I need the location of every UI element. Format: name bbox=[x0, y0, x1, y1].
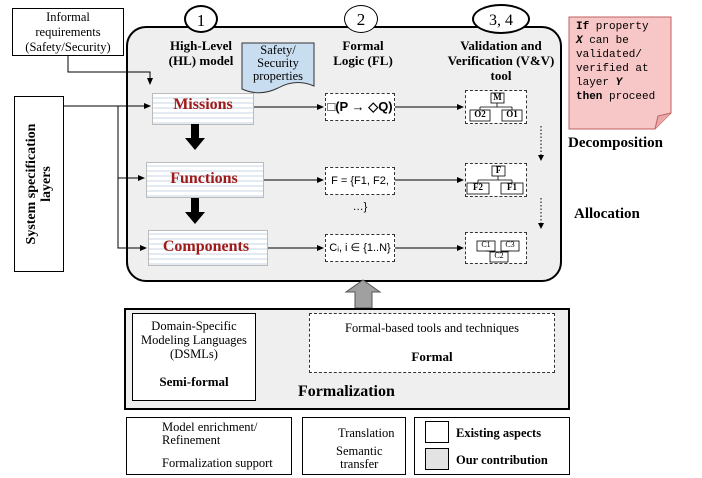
missions-tree-right: O1 bbox=[506, 109, 518, 119]
legend-existing: Existing aspects bbox=[456, 426, 542, 440]
functions-tree-left: F2 bbox=[473, 182, 483, 192]
step-2-label: 2 bbox=[356, 10, 366, 29]
missions-tree-root: M bbox=[493, 92, 502, 102]
vv-tool-header-line1: Validation and bbox=[460, 38, 542, 53]
legend-semantic-l1: Semantic bbox=[336, 444, 383, 458]
informal-requirements-line1: Informal bbox=[46, 10, 90, 24]
legend-semantic-l2: transfer bbox=[340, 457, 379, 471]
formal-tools-label: Formal-based tools and techniques bbox=[345, 321, 519, 335]
components-formula-box: Cᵢ, i ∈ {1..N} bbox=[325, 234, 395, 262]
vv-tool-header: Validation and Verification (V&V) tool bbox=[432, 38, 570, 83]
step-1-label: 1 bbox=[196, 11, 206, 30]
decomposition-label: Decomposition bbox=[568, 135, 663, 151]
system-spec-layers-box bbox=[14, 96, 64, 272]
legend-semantic-transfer: Semantic transfer bbox=[336, 445, 383, 471]
semi-formal-label: Semi-formal bbox=[159, 374, 229, 389]
safety-security-line1: Safety/ bbox=[260, 43, 296, 57]
note-var-x: X bbox=[576, 35, 583, 47]
note-shape bbox=[568, 16, 672, 130]
note-text-3: validated/ bbox=[576, 49, 643, 61]
missions-formula-box: □(P → ◇Q) bbox=[325, 93, 395, 121]
functions-label: Functions bbox=[170, 170, 238, 187]
missions-formula: □(P → ◇Q) bbox=[327, 99, 393, 114]
components-formula: Cᵢ, i ∈ {1..N} bbox=[329, 242, 391, 254]
legend-box-translation bbox=[302, 417, 406, 475]
legend-translation: Translation bbox=[338, 426, 395, 440]
note-text-2: can be bbox=[582, 35, 629, 47]
formal-box: Formal-based tools and techniques Formal bbox=[309, 313, 555, 373]
missions-model-thumbnail bbox=[152, 93, 254, 125]
components-tree-c3: C3 bbox=[505, 240, 515, 249]
components-label: Components bbox=[162, 238, 250, 255]
note-var-y: Y bbox=[615, 77, 623, 89]
safety-security-line2: Security bbox=[257, 56, 299, 70]
functions-tree-right: F1 bbox=[507, 182, 517, 192]
informal-requirements-box: Informal requirements (Safety/Security) bbox=[12, 8, 124, 56]
legend-model-enrichment: Model enrichment/ Refinement bbox=[162, 421, 257, 447]
dsml-box: Domain-Specific Modeling Languages (DSML… bbox=[132, 313, 256, 401]
formalization-title: Formalization bbox=[298, 383, 395, 400]
note-text: If property X can be validated/ verified… bbox=[576, 20, 672, 104]
functions-model-thumbnail bbox=[146, 162, 264, 198]
legend-model-enrichment-l2: Refinement bbox=[162, 433, 221, 447]
dsml-line1: Domain-Specific bbox=[151, 319, 237, 333]
legend-formalization-support: Formalization support bbox=[162, 456, 273, 470]
dsml-line3: (DSMLs) bbox=[170, 347, 218, 361]
informal-requirements-line3: (Safety/Security) bbox=[25, 40, 111, 54]
missions-tree-left: O2 bbox=[474, 109, 486, 119]
step-1-circle: 1 bbox=[184, 5, 218, 33]
vv-tool-header-line3: tool bbox=[490, 68, 512, 83]
note-if-keyword: If bbox=[576, 21, 590, 33]
hl-model-header: High-Level (HL) model bbox=[146, 38, 256, 68]
dsml-line2: Modeling Languages bbox=[141, 333, 247, 347]
vv-tool-header-line2: Verification (V&V) bbox=[447, 53, 555, 68]
legend-model-enrichment-l1: Model enrichment/ bbox=[162, 420, 258, 434]
legend-our-contribution: Our contribution bbox=[456, 453, 548, 467]
formal-logic-header: Formal Logic (FL) bbox=[318, 38, 408, 68]
note-text-5: layer bbox=[576, 77, 616, 89]
note-then-keyword: then bbox=[576, 91, 603, 103]
safety-security-line3: properties bbox=[253, 69, 303, 83]
formal-label: Formal bbox=[411, 349, 453, 364]
components-model-thumbnail bbox=[148, 230, 268, 266]
step-3-4-label: 3, 4 bbox=[489, 12, 513, 29]
step-2-circle: 2 bbox=[344, 5, 378, 33]
note-text-1: property bbox=[589, 21, 649, 33]
components-tree-c1: C1 bbox=[481, 240, 491, 249]
note-text-4: verified at bbox=[576, 63, 649, 75]
safety-security-document-shape bbox=[241, 42, 315, 94]
formal-logic-header-line1: Formal bbox=[342, 38, 384, 53]
formal-logic-header-line2: Logic (FL) bbox=[333, 53, 393, 68]
allocation-label: Allocation bbox=[574, 206, 640, 222]
functions-tree-root: F bbox=[495, 165, 502, 175]
missions-label: Missions bbox=[173, 96, 233, 113]
safety-security-document: Safety/ Security properties bbox=[241, 44, 315, 83]
note-text-6: proceed bbox=[602, 91, 656, 103]
functions-formula: F = {F1, F2, …} bbox=[331, 175, 389, 213]
components-tree-c2: C2 bbox=[494, 251, 504, 260]
legend-contribution-swatch bbox=[425, 448, 449, 470]
hl-model-header-line2: (HL) model bbox=[168, 53, 234, 68]
hl-model-header-line1: High-Level bbox=[169, 38, 233, 53]
informal-requirements-line2: requirements bbox=[35, 25, 101, 39]
functions-formula-box: F = {F1, F2, …} bbox=[325, 167, 395, 213]
legend-existing-swatch bbox=[425, 421, 449, 443]
legend-box-refinement bbox=[126, 417, 292, 475]
step-3-4-circle: 3, 4 bbox=[472, 4, 530, 34]
